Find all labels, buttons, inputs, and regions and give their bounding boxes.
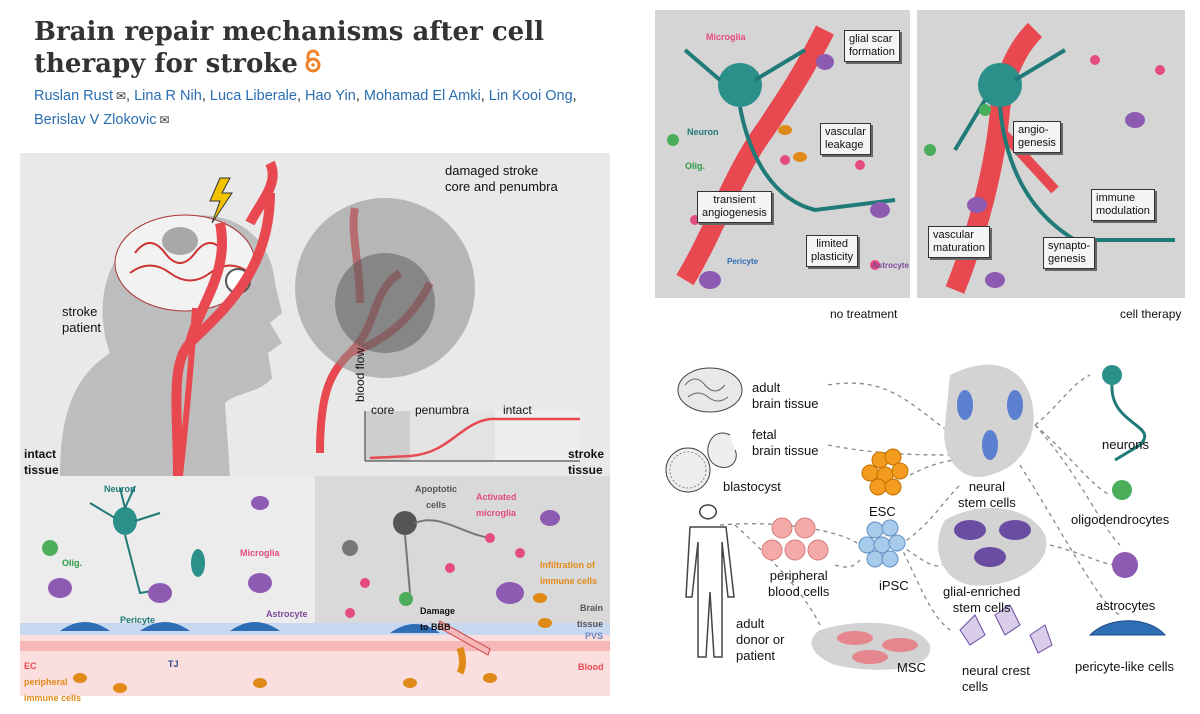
box-immune-modulation: immune modulation bbox=[1091, 189, 1155, 221]
oligodendrocytes-label: oligodendrocytes bbox=[1071, 512, 1170, 527]
intact-tissue-label: intact tissue bbox=[24, 447, 59, 477]
pericyte-label: Pericyte bbox=[120, 615, 156, 625]
box-angiogenesis: angio- genesis bbox=[1013, 121, 1061, 153]
box-synaptogenesis: synapto- genesis bbox=[1043, 237, 1096, 269]
author-list: Ruslan Rust✉, Lina R Nih, Luca Liberale,… bbox=[34, 88, 577, 128]
astrocytes-label: astrocytes bbox=[1096, 598, 1156, 613]
neuron-label: Neuron bbox=[104, 484, 136, 494]
peripheral-immune-label: peripheral immune cells bbox=[24, 677, 82, 703]
author-link[interactable]: Luca Liberale bbox=[209, 88, 297, 104]
blood-label: Blood bbox=[578, 662, 604, 672]
astrocyte-label: Astrocyte bbox=[266, 609, 308, 619]
graph-region-core: core bbox=[371, 403, 395, 417]
graph-region-intact: intact bbox=[503, 403, 532, 417]
author-link[interactable]: Ruslan Rust bbox=[34, 88, 113, 104]
fetal-brain-label: fetal brain tissue bbox=[752, 427, 819, 458]
pvs-label: PVS bbox=[585, 631, 604, 641]
olig-label: Olig. bbox=[62, 558, 82, 568]
esc-label: ESC bbox=[869, 504, 896, 519]
figure-cell-sources bbox=[665, 364, 1167, 670]
graph-ylabel: blood flow bbox=[353, 348, 367, 403]
neural-stem-cells-label: neural stem cells bbox=[958, 479, 1016, 510]
author-link[interactable]: Lina R Nih bbox=[134, 88, 202, 104]
astrocyte-label-top: Astrocyte bbox=[872, 261, 909, 270]
neural-crest-label: neural crest cells bbox=[962, 663, 1030, 694]
author-link[interactable]: Mohamad El Amki bbox=[363, 88, 481, 104]
figure-stroke-overview bbox=[20, 153, 610, 696]
activated-microglia-label: Activated microglia bbox=[476, 492, 517, 518]
box-vascular-maturation: vascular maturation bbox=[928, 226, 990, 258]
damaged-core-label: damaged stroke core and penumbra bbox=[445, 163, 558, 194]
adult-brain-label: adult brain tissue bbox=[752, 380, 819, 411]
neuron-label-top: Neuron bbox=[687, 127, 719, 137]
author-link[interactable]: Hao Yin bbox=[305, 88, 356, 104]
peripheral-blood-label: peripheral blood cells bbox=[768, 568, 830, 599]
stroke-tissue-label: stroke tissue bbox=[568, 447, 605, 477]
pericyte-label-top: Pericyte bbox=[727, 257, 759, 266]
blastocyst-label: blastocyst bbox=[723, 479, 781, 494]
microglia-label-top: Microglia bbox=[706, 32, 746, 42]
ipsc-label: iPSC bbox=[879, 578, 909, 593]
stroke-patient-label: stroke patient bbox=[62, 304, 102, 335]
article-title: Brain repair mechanisms after cell thera… bbox=[34, 16, 594, 81]
tj-label: TJ bbox=[168, 659, 179, 669]
microglia-label: Microglia bbox=[240, 548, 280, 558]
author-link[interactable]: Lin Kooi Ong bbox=[488, 88, 573, 104]
mail-icon[interactable]: ✉ bbox=[159, 113, 170, 127]
box-transient-angiogenesis: transient angiogenesis bbox=[697, 191, 772, 223]
article-title-text: Brain repair mechanisms after cell thera… bbox=[34, 17, 544, 79]
open-access-icon bbox=[304, 49, 322, 81]
brain-tissue-label: Brain tissue bbox=[577, 603, 604, 629]
graph-region-penumbra: penumbra bbox=[415, 403, 470, 417]
infiltration-label: Infiltration of immune cells bbox=[540, 560, 598, 586]
pericyte-like-label: pericyte-like cells bbox=[1075, 659, 1174, 674]
msc-label: MSC bbox=[897, 660, 926, 675]
no-treatment-label: no treatment bbox=[830, 307, 898, 321]
ec-label: EC bbox=[24, 661, 37, 671]
neurons-label: neurons bbox=[1102, 437, 1149, 452]
adult-donor-label: adult donor or patient bbox=[736, 616, 785, 663]
mail-icon[interactable]: ✉ bbox=[115, 89, 127, 103]
cell-therapy-label: cell therapy bbox=[1120, 307, 1182, 321]
neuron-cell bbox=[89, 485, 171, 595]
apoptotic-label: Apoptotic cells bbox=[415, 484, 457, 510]
embryo-icon bbox=[707, 432, 737, 468]
box-limited-plasticity: limited plasticity bbox=[806, 235, 859, 267]
lightning-icon bbox=[209, 177, 233, 224]
box-glial-scar: glial scar formation bbox=[844, 30, 900, 62]
olig-label-top: Olig. bbox=[685, 161, 705, 171]
glial-enriched-label: glial-enriched stem cells bbox=[943, 584, 1021, 615]
bbb-damage-label: Damage to BBB bbox=[420, 606, 456, 632]
author-link[interactable]: Berislav V Zlokovic bbox=[34, 112, 157, 128]
box-vascular-leakage: vascular leakage bbox=[820, 123, 871, 155]
